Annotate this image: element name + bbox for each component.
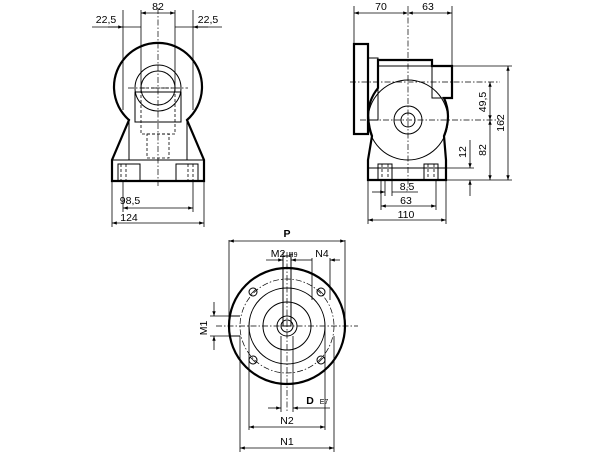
dim-label-110: 110: [398, 209, 415, 221]
bolt-hole-tr: [316, 287, 326, 297]
bolt-hole-tl-mark: [249, 288, 257, 296]
dim-label-162: 162: [495, 114, 507, 132]
dim-label-N1: N1: [280, 436, 294, 448]
dim-label-22-5-right: 22,5: [198, 14, 219, 26]
dim-label-N4: N4: [315, 248, 329, 260]
dim-label-M1: M1: [198, 321, 210, 336]
bolt-hole-tl: [248, 287, 258, 297]
side-flange-plate: [352, 42, 370, 136]
front-collar-outer: [134, 64, 182, 112]
dim-label-12: 12: [457, 146, 469, 158]
bolt-hole-br-mark: [317, 356, 325, 364]
dim-label-E7: E7: [320, 399, 329, 406]
side-foot-right: [423, 163, 439, 181]
front-housing-outline: [110, 41, 206, 183]
bolt-hole-bl-mark: [249, 356, 257, 364]
dim-label-M2: M2: [271, 248, 286, 260]
dim-label-124: 124: [120, 212, 138, 224]
flange-view: P M2 H9 N4 M1 D E7 N2 N1: [198, 228, 358, 452]
dim-label-D: D: [306, 395, 314, 407]
side-foot-left: [377, 163, 393, 181]
dim-label-22-5-left: 22,5: [96, 14, 117, 26]
dim-label-N2: N2: [280, 415, 294, 427]
dim-label-82: 82: [152, 1, 164, 13]
dim-label-82-v: 82: [477, 144, 489, 156]
front-foot-right: [175, 163, 199, 182]
side-view: 70 63 162 49,5 82 12 8,5 63 110: [350, 1, 512, 224]
dim-label-49-5: 49,5: [477, 92, 489, 113]
dim-label-98-5: 98,5: [120, 195, 141, 207]
front-foot-left: [117, 163, 141, 182]
dim-label-63-top: 63: [422, 1, 434, 13]
dim-label-H9: H9: [289, 252, 298, 259]
dim-label-P: P: [283, 228, 290, 240]
dim-label-70: 70: [375, 1, 387, 13]
dim-label-8-5: 8,5: [400, 181, 415, 193]
bolt-hole-tr-mark: [317, 288, 325, 296]
dim-label-63-bottom: 63: [400, 195, 412, 207]
front-view: 82 22,5 22,5 98,5 124: [92, 1, 222, 227]
